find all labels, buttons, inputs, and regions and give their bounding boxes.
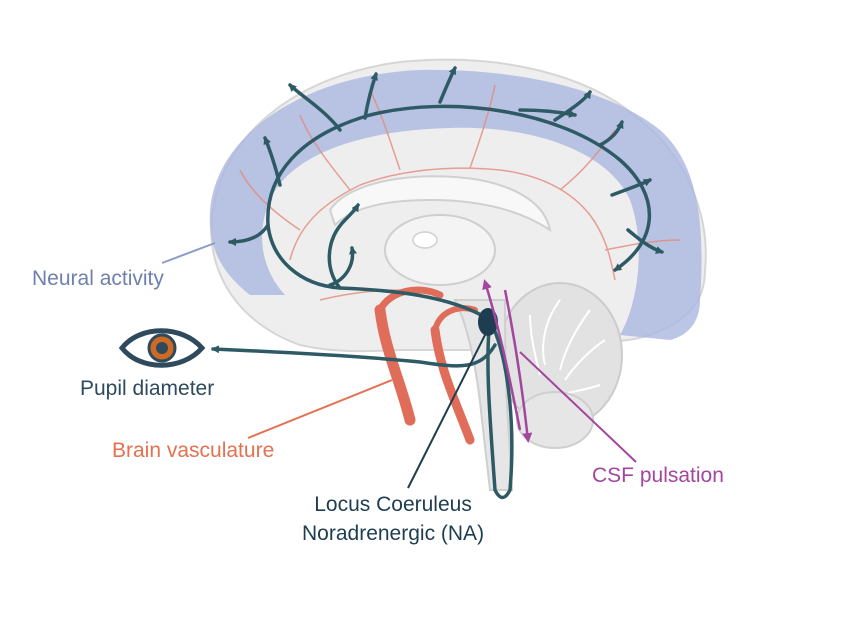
csf-pulsation-label: CSF pulsation [592, 464, 724, 487]
locus-coeruleus-nucleus [478, 308, 498, 336]
vasculature-label-leader [247, 379, 393, 439]
cortex-shading [209, 69, 702, 340]
thalamus [384, 214, 496, 286]
locus-coeruleus-label: Locus Coeruleus Noradrenergic (NA) [302, 490, 484, 549]
brain-vasculature-label: Brain vasculature [112, 439, 275, 462]
corpus-callosum [328, 175, 552, 233]
projection-pathway [211, 66, 664, 500]
locus-label-leader [407, 334, 486, 489]
locus-coeruleus-line1: Locus Coeruleus [314, 493, 472, 516]
ventricle [412, 231, 438, 249]
csf-label-leader [519, 351, 637, 463]
brainstem [453, 299, 514, 491]
eye-icon [118, 328, 206, 368]
neural-activity-label: Neural activity [32, 267, 164, 290]
pupil-diameter-label: Pupil diameter [80, 377, 215, 400]
csf-arrows [482, 279, 533, 443]
cerebellum-folia [529, 299, 606, 396]
locus-coeruleus-line2: Noradrenergic (NA) [302, 522, 485, 546]
neural-activity-leader [161, 242, 216, 264]
